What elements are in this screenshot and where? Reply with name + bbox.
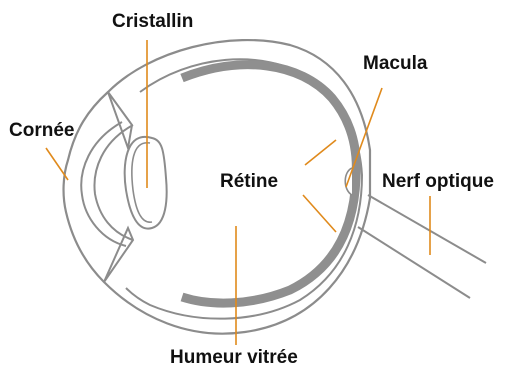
cornea-outer — [81, 122, 126, 246]
label-cristallin: Cristallin — [112, 12, 193, 31]
optic-nerve-upper — [368, 195, 486, 263]
iris-lower — [104, 228, 133, 282]
iris-upper — [108, 92, 132, 148]
retine-leader-upper — [305, 140, 336, 165]
label-humeur-vitree: Humeur vitrée — [170, 348, 298, 367]
label-macula: Macula — [363, 54, 427, 73]
optic-nerve-lower — [358, 227, 470, 298]
label-nerf-optique: Nerf optique — [382, 172, 494, 191]
label-retine: Rétine — [220, 172, 278, 191]
cornee-leader — [46, 148, 68, 180]
sclera-outline — [64, 40, 370, 334]
label-cornee: Cornée — [9, 121, 74, 140]
retine-leader-lower — [303, 195, 336, 232]
lens-outline — [125, 137, 167, 229]
